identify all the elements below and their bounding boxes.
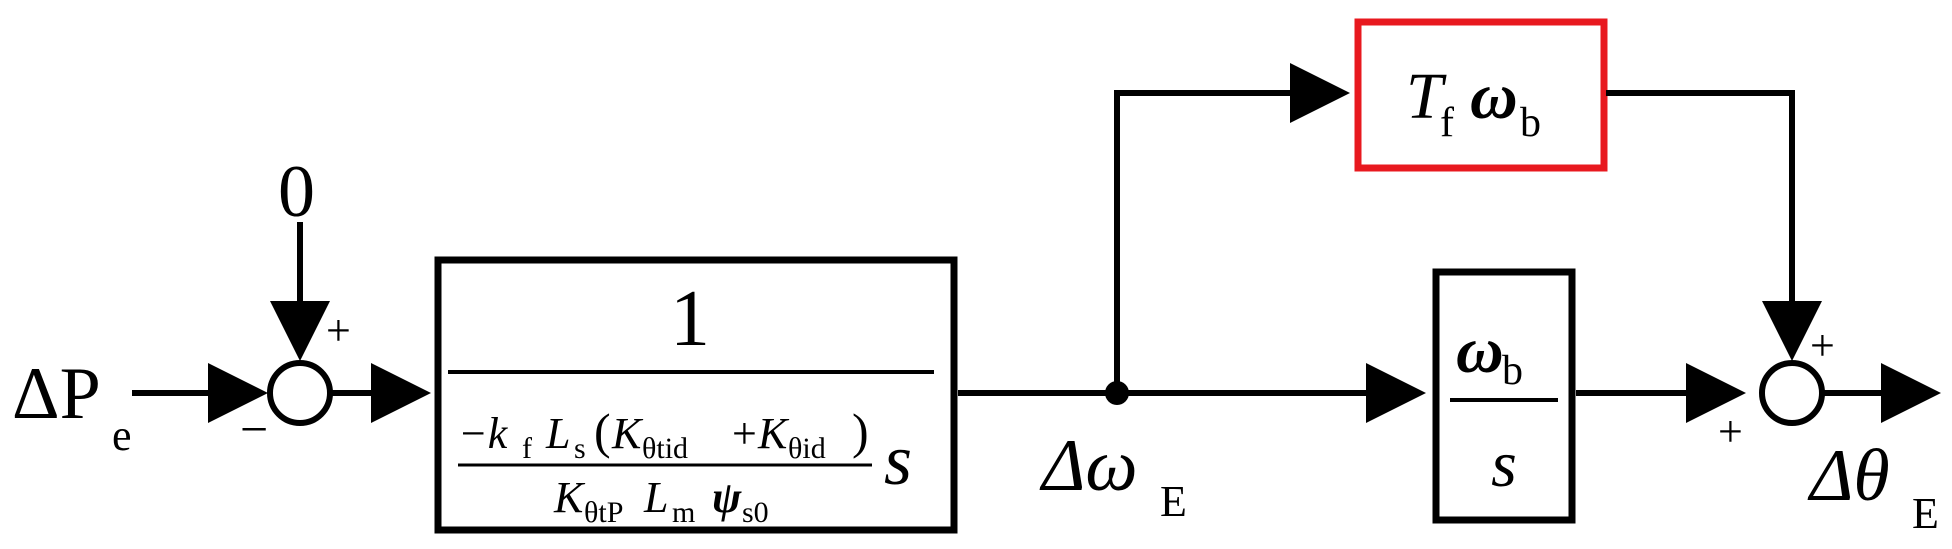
input-label: ΔP e [12, 353, 132, 460]
block1-numerator: 1 [670, 275, 710, 363]
omega-label: Δω E [1039, 425, 1187, 526]
integrator-omega: ω [1456, 314, 1504, 387]
inner-num-close-paren: ) [852, 403, 869, 459]
inner-num-k2: K [757, 409, 790, 458]
reference-value: 0 [278, 151, 315, 233]
sum-junction-2 [1759, 360, 1825, 426]
inner-num-plus: + [732, 409, 757, 458]
input-sub: e [112, 411, 132, 460]
block1-inner-denominator: K θtP L m ψ s0 [553, 473, 769, 529]
inner-num-prefix: −k [458, 409, 509, 458]
inner-den-psi: ψ [712, 473, 742, 522]
input-symbol: ΔP [12, 353, 101, 435]
integrator-numerator: ω b [1456, 314, 1523, 394]
ff-omega: ω [1470, 60, 1518, 133]
feedforward-gain-block [1354, 18, 1608, 172]
sum2-top-sign: + [1810, 321, 1835, 370]
sum1-top-sign: + [326, 306, 351, 355]
inner-num-prefix-sub: f [522, 432, 532, 465]
output-label: Δθ E [1807, 435, 1939, 538]
integrator-block [1432, 268, 1576, 524]
inner-num-L: L [545, 409, 570, 458]
inner-num-k1-sub: θtid [642, 432, 688, 465]
omega-sub: E [1160, 477, 1187, 526]
ff-T-sub: f [1440, 100, 1454, 146]
ff-omega-sub: b [1520, 100, 1541, 146]
output-symbol: Δθ [1807, 435, 1890, 517]
inner-den-k-sub: θtP [584, 496, 623, 529]
feedforward-to-sum2-arrow [1606, 90, 1822, 361]
inner-num-open-paren: ( [594, 403, 611, 459]
integrator-omega-sub: b [1502, 348, 1523, 394]
inner-num-L-sub: s [574, 432, 586, 465]
ff-T: T [1406, 60, 1447, 133]
integrator-denominator: s [1491, 428, 1517, 501]
inner-num-k2-sub: θid [788, 432, 826, 465]
inner-den-psi-sub: s0 [742, 496, 769, 529]
omega-symbol: Δω [1039, 425, 1138, 507]
inner-den-L: L [643, 473, 668, 522]
plant-transfer-block [434, 256, 958, 534]
sum1-left-sign: − [240, 401, 268, 457]
feedforward-gain-expression: T f ω b [1406, 60, 1541, 146]
output-sub: E [1912, 489, 1939, 538]
block1-inner-numerator: −k f L s ( K θtid + K θid ) [458, 403, 869, 465]
sum-junction-1 [267, 360, 333, 426]
inner-den-L-sub: m [672, 496, 695, 529]
inner-den-k: K [553, 473, 586, 522]
sum2-left-sign: + [1718, 407, 1743, 456]
feedforward-arrow [1114, 63, 1350, 393]
block1-s: s [884, 420, 912, 500]
inner-num-k1: K [611, 409, 644, 458]
